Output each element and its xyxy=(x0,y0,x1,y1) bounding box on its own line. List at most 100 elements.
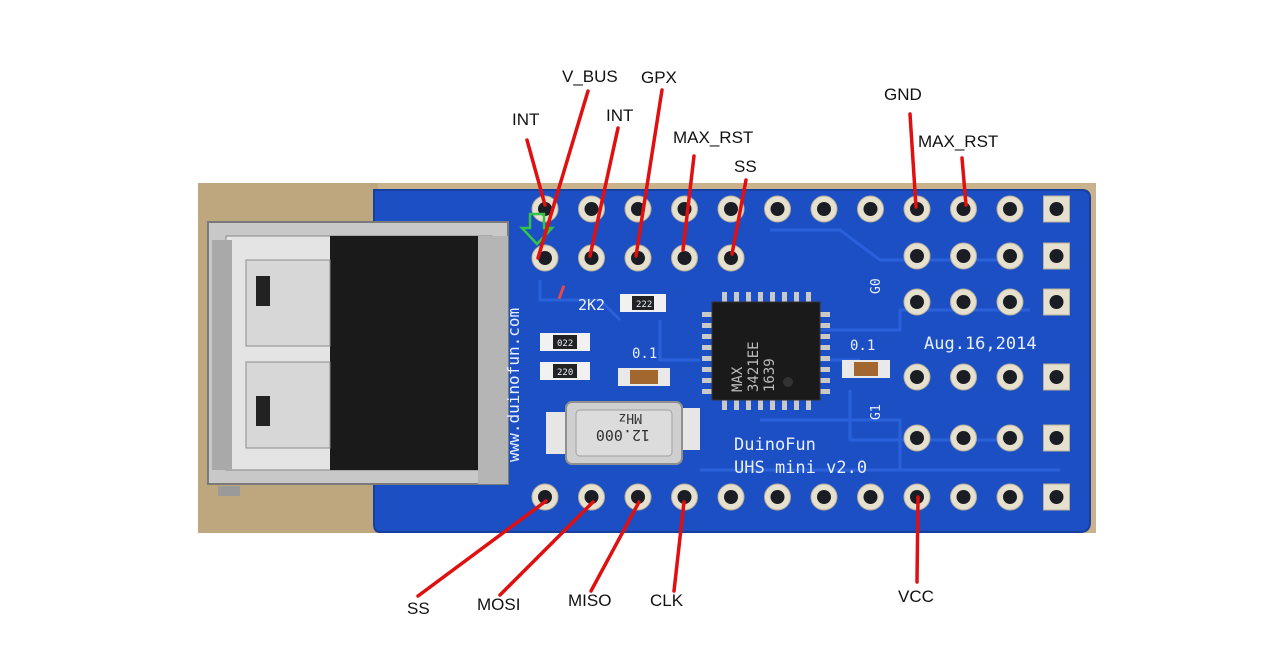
silk-mark xyxy=(557,285,566,300)
label-int-left: INT xyxy=(512,110,539,129)
header-hole xyxy=(910,295,924,309)
header-hole xyxy=(770,202,785,216)
label-clk: CLK xyxy=(650,591,684,610)
header-hole xyxy=(584,251,599,265)
header-hole xyxy=(1049,249,1064,263)
board-model: UHS mini v2.0 xyxy=(734,458,867,478)
header-hole xyxy=(863,202,878,216)
header-hole xyxy=(538,251,552,265)
header-hole xyxy=(956,431,971,445)
header-hole xyxy=(956,370,971,384)
header-hole xyxy=(724,490,738,504)
chip-pin xyxy=(820,356,830,361)
header-hole xyxy=(956,202,971,216)
usb-connector xyxy=(207,221,509,496)
svg-text:220: 220 xyxy=(557,368,573,378)
header-hole xyxy=(584,202,599,216)
chip-pin xyxy=(722,400,727,410)
board-g0: G0 xyxy=(869,278,884,294)
cap-label-b: 0.1 xyxy=(850,338,875,354)
chip-pin xyxy=(734,400,739,410)
chip-pin xyxy=(758,292,763,302)
header-hole xyxy=(724,251,738,265)
url-silkscreen: www.duinofun.com xyxy=(504,308,523,462)
header-hole xyxy=(1049,490,1064,504)
header-hole xyxy=(1049,370,1064,384)
header-hole xyxy=(1003,295,1017,309)
leader-gpx xyxy=(634,88,664,258)
header-hole xyxy=(538,202,552,216)
chip-pin xyxy=(782,400,787,410)
label-vcc: VCC xyxy=(898,587,934,606)
chip-pin xyxy=(806,400,811,410)
chip-pin xyxy=(820,312,830,317)
leader-ss-bottom xyxy=(416,499,548,598)
header-hole xyxy=(724,202,738,216)
max3421-chip: MAX 3421EE 1639 xyxy=(702,292,830,410)
svg-text:022: 022 xyxy=(557,339,573,349)
header-hole xyxy=(770,490,785,504)
chip-pin xyxy=(820,389,830,394)
header-hole xyxy=(1003,431,1017,445)
resistor-22-b: 220 xyxy=(540,362,590,380)
leader-ss-top xyxy=(730,178,748,256)
chip-pin xyxy=(806,292,811,302)
chip-pin xyxy=(820,345,830,350)
chip-pin xyxy=(722,292,727,302)
chip-pin xyxy=(820,323,830,328)
capacitor-b xyxy=(842,360,890,378)
header-hole xyxy=(817,490,831,504)
leader-clk xyxy=(672,500,686,593)
header-hole xyxy=(584,490,599,504)
board-date: Aug.16,2014 xyxy=(924,334,1037,354)
header-hole xyxy=(631,490,645,504)
leader-v-bus xyxy=(536,89,590,260)
chip-pin xyxy=(820,367,830,372)
chip-pin xyxy=(702,367,712,372)
cap-label-a: 0.1 xyxy=(632,346,657,362)
board-g1: G1 xyxy=(869,404,884,420)
leader-mosi xyxy=(498,500,595,597)
header-hole xyxy=(677,490,692,504)
header-hole xyxy=(1003,490,1017,504)
chip-pin xyxy=(782,292,787,302)
leader-vcc xyxy=(915,495,920,584)
label-int-right: INT xyxy=(606,106,633,125)
label-gpx: GPX xyxy=(641,68,677,87)
leader-miso xyxy=(589,500,641,593)
header-hole xyxy=(1003,202,1017,216)
leader-int-right xyxy=(588,126,620,258)
chip-pin xyxy=(770,292,775,302)
svg-text:MHz: MHz xyxy=(619,410,642,425)
leader-int-left xyxy=(525,138,547,207)
label-ss-bottom: SS xyxy=(407,599,430,618)
leader-gnd xyxy=(908,112,918,209)
leader-lines xyxy=(416,88,968,598)
chip-pin xyxy=(820,334,830,339)
header-hole xyxy=(910,370,924,384)
header-hole xyxy=(910,249,924,263)
chip-pin xyxy=(702,334,712,339)
header-hole xyxy=(1003,249,1017,263)
chip-pin xyxy=(746,292,751,302)
chip-pin xyxy=(702,378,712,383)
chip-pin xyxy=(702,312,712,317)
chip-pin xyxy=(702,345,712,350)
header-hole xyxy=(956,295,971,309)
label-mosi: MOSI xyxy=(477,595,520,614)
header-hole xyxy=(677,251,692,265)
label-ss-top: SS xyxy=(734,157,757,176)
svg-text:3421EE: 3421EE xyxy=(746,341,762,392)
chip-pin xyxy=(758,400,763,410)
header-hole xyxy=(956,490,971,504)
svg-text:12.000: 12.000 xyxy=(596,426,650,444)
header-hole xyxy=(910,431,924,445)
header-hole xyxy=(1049,295,1064,309)
capacitor-a xyxy=(618,368,670,386)
header-hole xyxy=(956,249,971,263)
header-hole xyxy=(817,202,831,216)
label-2k2: 2K2 xyxy=(578,296,605,314)
header-hole xyxy=(910,202,924,216)
chip-pin xyxy=(770,400,775,410)
